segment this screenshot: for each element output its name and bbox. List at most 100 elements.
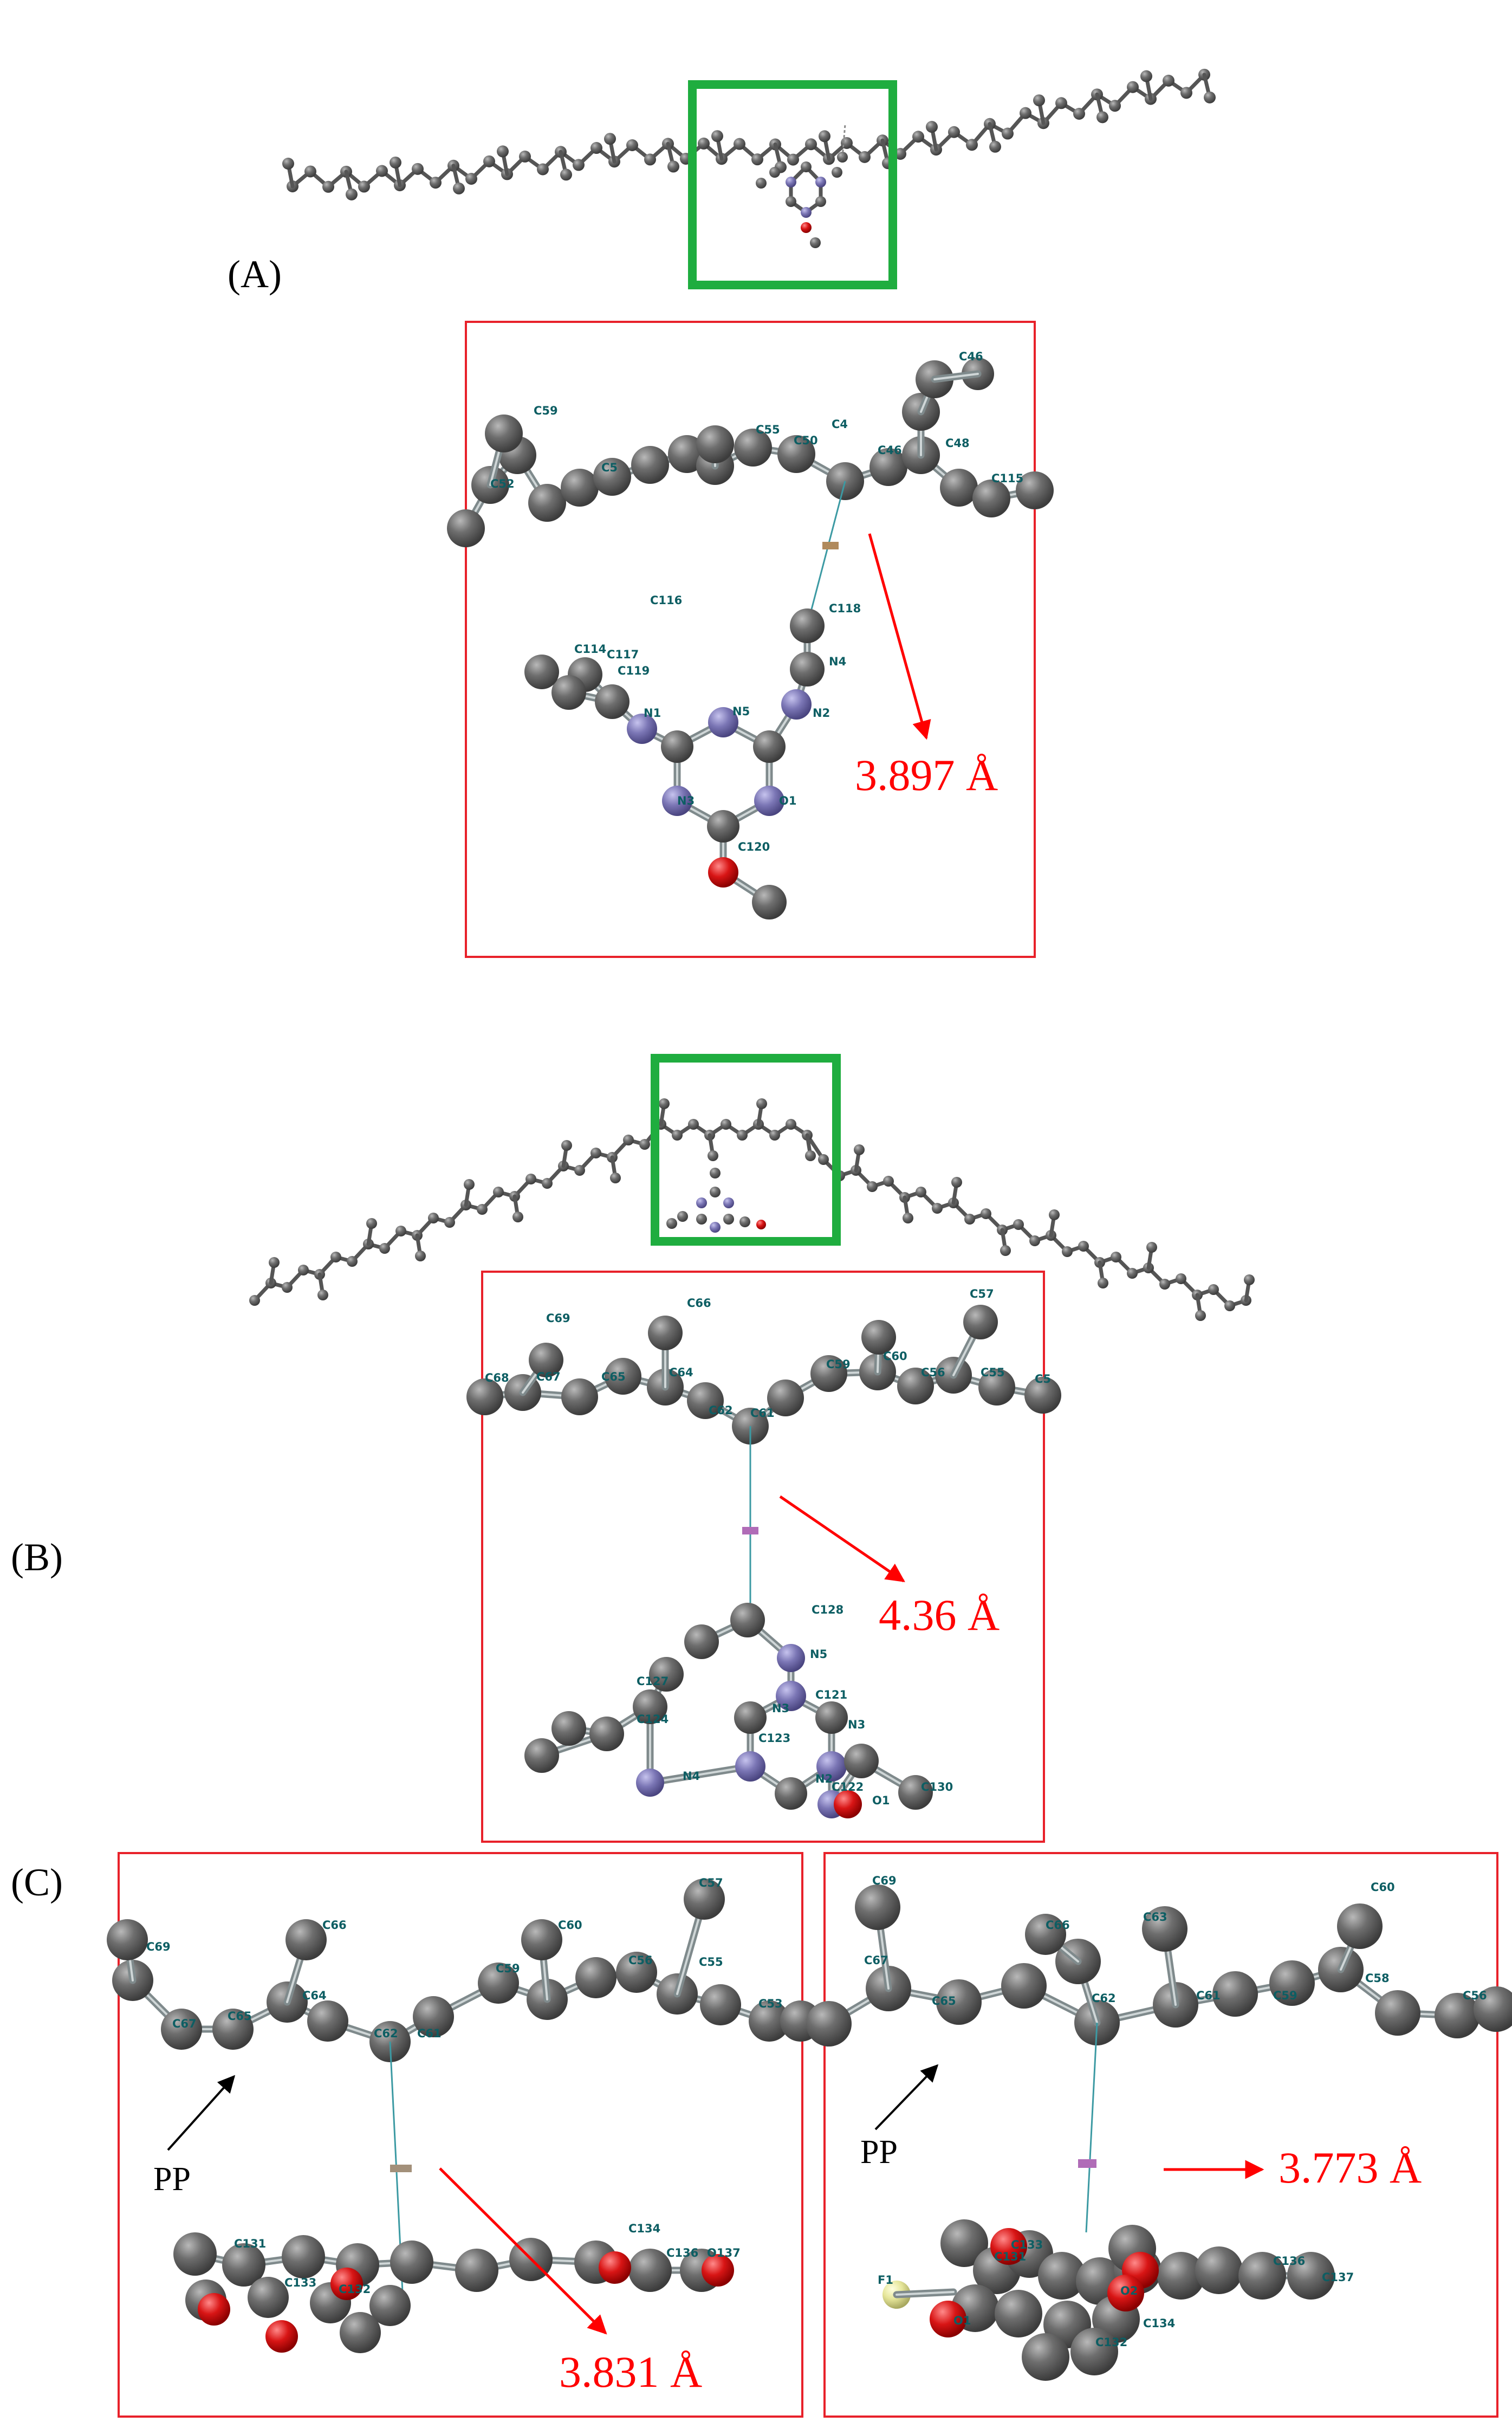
atom-c: [304, 165, 316, 178]
atom-n: [662, 786, 692, 816]
panel-c-left-zoom-frame: [118, 1852, 803, 2418]
atom-c: [1038, 2252, 1086, 2300]
atom-c: [661, 730, 693, 763]
atom-label: C5: [601, 461, 618, 474]
atom-c: [537, 163, 549, 176]
atom-c: [832, 167, 842, 178]
atom-label: C65: [932, 1994, 956, 2007]
atom-c: [966, 139, 978, 151]
atom-c: [616, 1952, 657, 1993]
atom-c: [561, 469, 599, 507]
atom-label: C69: [872, 1874, 897, 1887]
atom-o: [930, 2301, 966, 2337]
atom-o: [599, 2251, 631, 2284]
atom-label: C119: [618, 664, 650, 677]
atom-c: [340, 2312, 381, 2353]
atom-c: [282, 158, 294, 170]
interaction-midpoint: [1078, 2159, 1096, 2168]
atom-c: [212, 2009, 254, 2050]
atom-label: C56: [1463, 1989, 1487, 2002]
atom-c: [1195, 1310, 1206, 1321]
atom-label: C61: [1196, 1989, 1221, 2002]
atom-c: [524, 655, 559, 689]
atom-n: [636, 1769, 664, 1797]
atom-c: [161, 2009, 202, 2050]
atom-c: [453, 182, 465, 195]
atom-c: [1140, 70, 1152, 82]
panel-a-overview-chain: [282, 68, 1216, 248]
atom-o: [198, 2293, 230, 2326]
atom-c: [455, 2249, 498, 2292]
atom-n: [708, 707, 738, 737]
atom-c: [1435, 1993, 1480, 2038]
atom-label: O1: [779, 794, 796, 807]
atom-label: C64: [302, 1989, 327, 2002]
atom-c: [307, 2000, 348, 2042]
atom-c: [883, 1176, 894, 1187]
panel-a-distance-label: 3.897 Å: [855, 750, 998, 800]
atom-label: O1: [872, 1794, 890, 1807]
atom-c: [1033, 94, 1045, 107]
bond-highlight: [895, 2291, 955, 2296]
atom-c: [589, 1717, 624, 1751]
atom-label: C55: [981, 1366, 1005, 1379]
atom-o: [801, 222, 812, 233]
atom-c: [222, 2243, 265, 2287]
atom-c: [379, 1243, 390, 1254]
atom-c: [1049, 1209, 1060, 1220]
atom-c: [493, 1187, 504, 1197]
atom-label: C116: [650, 594, 682, 607]
atom-label: C67: [536, 1370, 561, 1383]
atom-c: [869, 448, 907, 486]
atom-c: [248, 2277, 289, 2318]
atom-n: [781, 689, 812, 720]
atom-c: [1016, 471, 1054, 509]
atom-label: C130: [921, 1780, 953, 1793]
atom-c: [753, 730, 786, 763]
atom-c: [756, 178, 767, 189]
atom-c: [430, 177, 442, 189]
atom-c: [390, 156, 401, 169]
atom-label: C115: [991, 472, 1023, 485]
atom-c: [605, 1358, 641, 1395]
atom-c: [688, 1119, 699, 1130]
atom-label: C137: [1322, 2271, 1354, 2284]
atom-label: N5: [810, 1648, 827, 1661]
atom-c: [575, 1957, 617, 1998]
atom-c: [412, 163, 424, 175]
atom-label: C68: [485, 1371, 509, 1384]
atom-c: [730, 1603, 765, 1637]
atom-n: [735, 1751, 765, 1782]
atom-c: [649, 1657, 684, 1692]
atom-c: [786, 196, 796, 207]
atom-c: [574, 1165, 585, 1176]
atom-c: [366, 1218, 377, 1229]
atom-c: [1287, 2252, 1335, 2300]
atom-c: [444, 1217, 455, 1228]
atom-n: [816, 1751, 847, 1782]
atom-c: [282, 2235, 325, 2278]
atom-c: [995, 2290, 1042, 2337]
atom-label: C131: [994, 2250, 1026, 2263]
atom-c: [734, 138, 745, 150]
atom-label: C118: [829, 602, 861, 615]
atom-c: [1142, 1906, 1187, 1952]
atom-c: [464, 1179, 475, 1190]
atom-n: [710, 1222, 721, 1233]
atom-o: [708, 857, 738, 888]
atom-c: [1001, 1963, 1047, 2009]
panel-b-overview-chain: [249, 1098, 1255, 1321]
atom-c: [1020, 107, 1031, 119]
atom-c: [573, 159, 585, 171]
atom-c: [395, 1226, 406, 1236]
atom-c: [648, 1316, 683, 1350]
atom-label: C123: [758, 1732, 790, 1745]
atom-c: [710, 1168, 721, 1178]
atom-label: C66: [1046, 1919, 1070, 1932]
atom-c: [1224, 1300, 1235, 1311]
atom-n: [815, 177, 826, 187]
atom-c: [805, 1150, 816, 1161]
atom-label: C134: [1143, 2317, 1175, 2330]
